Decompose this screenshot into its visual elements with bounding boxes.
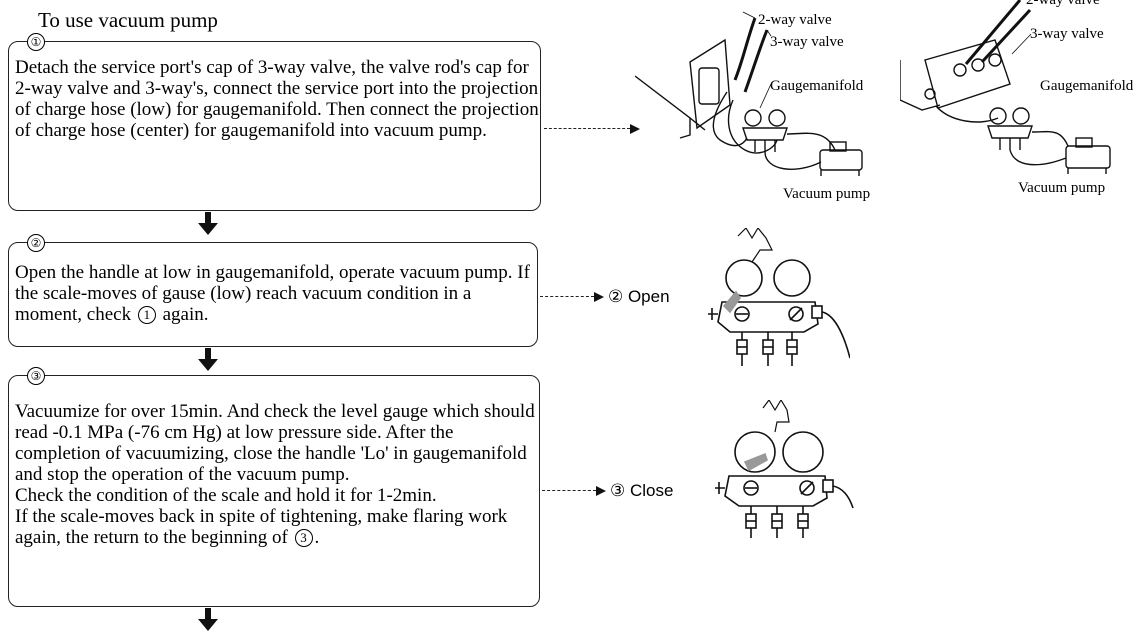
- gauge-manifold-close-illustration: [715, 400, 854, 538]
- three-way-valve-label-right: 3-way valve: [1030, 26, 1104, 42]
- vacuum-pump-label-left: Vacuum pump: [783, 186, 871, 202]
- step-2-number: ②: [27, 234, 45, 252]
- open-callout: ② Open: [608, 287, 670, 306]
- close-callout: ③ Close: [610, 481, 674, 500]
- step-1-reference: 1: [137, 306, 156, 324]
- three-way-valve-label-left: 3-way valve: [770, 34, 844, 50]
- vacuum-setup-illustration-right: [900, 0, 1111, 174]
- gauge-manifold-open-illustration: [708, 228, 850, 366]
- step-1-text: Detach the service port's cap of 3-way v…: [15, 57, 539, 141]
- down-arrow-1: [198, 212, 218, 235]
- two-way-valve-label-left: 2-way valve: [758, 12, 832, 28]
- page-title: To use vacuum pump: [38, 8, 218, 32]
- vacuum-pump-label-right: Vacuum pump: [1018, 180, 1106, 196]
- down-arrow-2: [198, 348, 218, 371]
- step-3-reference: 3: [294, 529, 313, 547]
- gaugemanifold-label-left: Gaugemanifold: [770, 78, 864, 94]
- down-arrow-3: [198, 608, 218, 631]
- step-2-text: Open the handle at low in gaugemanifold,…: [15, 262, 530, 325]
- step-2-box: ② Open the handle at low in gaugemanifol…: [8, 234, 538, 347]
- step-3-box: ③ Vacuumize for over 15min. And check th…: [8, 367, 540, 607]
- vacuum-setup-illustration-left: [635, 11, 863, 176]
- two-way-valve-label-right: 2-way valve: [1026, 0, 1100, 8]
- step-1-box: ① Detach the service port's cap of 3-way…: [8, 33, 541, 211]
- step-3-number: ③: [27, 367, 45, 385]
- gaugemanifold-label-right: Gaugemanifold: [1040, 78, 1134, 94]
- step-3-text: Vacuumize for over 15min. And check the …: [15, 401, 535, 548]
- step-1-number: ①: [27, 33, 45, 51]
